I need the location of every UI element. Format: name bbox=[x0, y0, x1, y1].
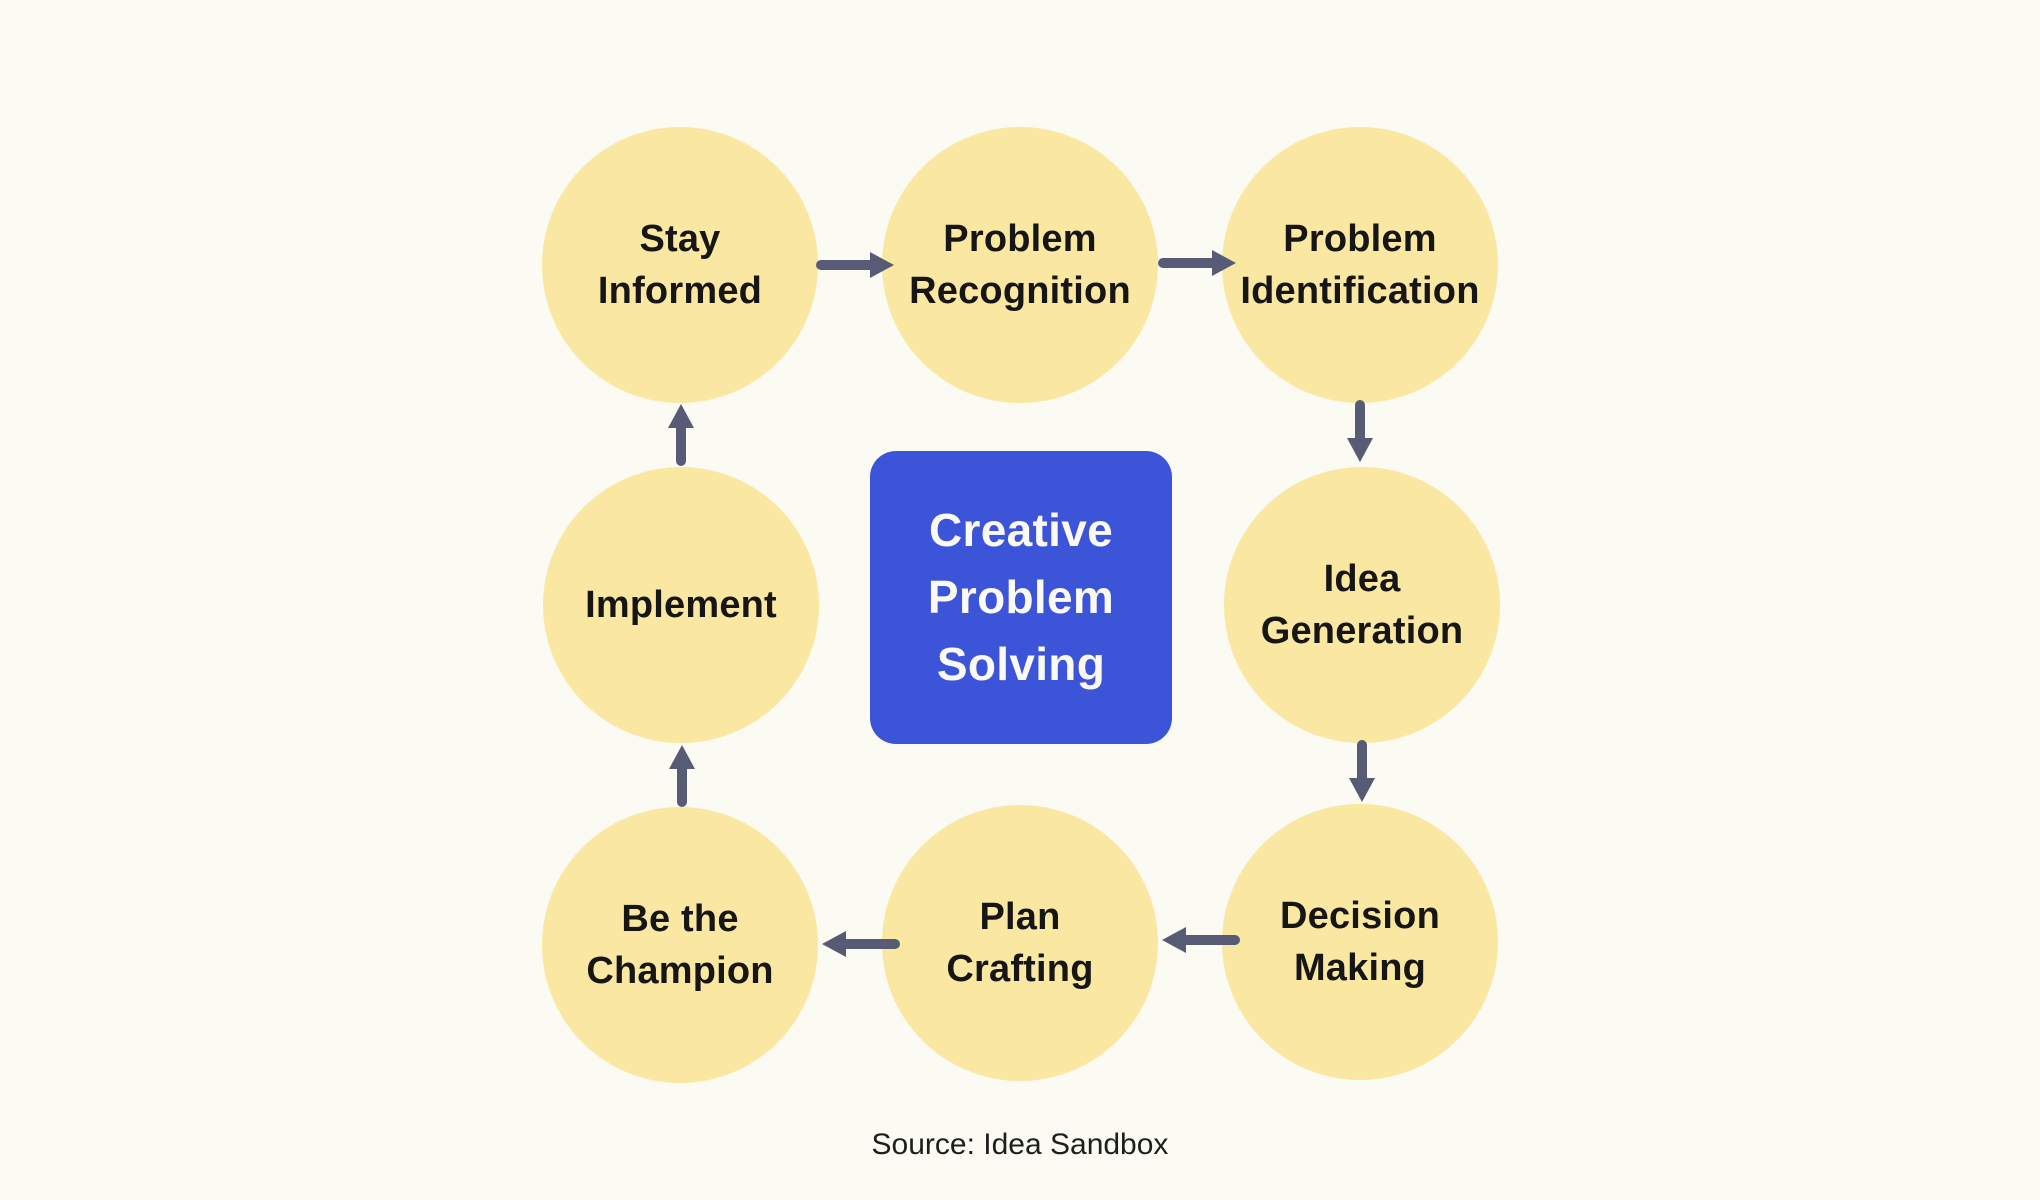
node-idea-generation: Idea Generation bbox=[1224, 467, 1500, 743]
arrow-left-icon bbox=[1162, 927, 1240, 953]
node-be-the-champion-label: Be the Champion bbox=[586, 897, 774, 992]
node-decision-making-label: Decision Making bbox=[1280, 894, 1440, 989]
arrow-head bbox=[870, 252, 894, 278]
arrow-up-icon bbox=[668, 404, 694, 466]
node-problem-identification-label: Problem Identification bbox=[1240, 217, 1480, 312]
node-idea-generation-label: Idea Generation bbox=[1260, 557, 1464, 652]
center-title-box: Creative Problem Solving bbox=[870, 451, 1172, 744]
source-caption: Source: Idea Sandbox bbox=[871, 1128, 1169, 1161]
arrow-head bbox=[1212, 250, 1236, 276]
arrow-head bbox=[1162, 927, 1186, 953]
arrow-head bbox=[668, 404, 694, 428]
node-problem-recognition-label: Problem Recognition bbox=[909, 217, 1131, 312]
node-be-the-champion: Be the Champion bbox=[542, 807, 818, 1083]
arrow-down-icon bbox=[1347, 400, 1373, 462]
arrow-up-icon bbox=[669, 745, 695, 807]
node-problem-recognition: Problem Recognition bbox=[882, 127, 1158, 403]
arrow-head bbox=[822, 931, 846, 957]
arrow-head bbox=[669, 745, 695, 769]
center-title-label: Creative Problem Solving bbox=[927, 504, 1115, 690]
arrow-left-icon bbox=[822, 931, 900, 957]
node-plan-crafting-label: Plan Crafting bbox=[946, 895, 1094, 990]
arrow-head bbox=[1349, 778, 1375, 802]
node-stay-informed: Stay Informed bbox=[542, 127, 818, 403]
node-plan-crafting: Plan Crafting bbox=[882, 805, 1158, 1081]
node-decision-making: Decision Making bbox=[1222, 804, 1498, 1080]
node-stay-informed-label: Stay Informed bbox=[597, 217, 763, 312]
node-implement: Implement bbox=[543, 467, 819, 743]
node-problem-identification: Problem Identification bbox=[1222, 127, 1498, 403]
arrow-right-icon bbox=[816, 252, 894, 278]
arrow-down-icon bbox=[1349, 740, 1375, 802]
node-implement-label: Implement bbox=[585, 583, 777, 626]
arrow-right-icon bbox=[1158, 250, 1236, 276]
arrow-head bbox=[1347, 438, 1373, 462]
